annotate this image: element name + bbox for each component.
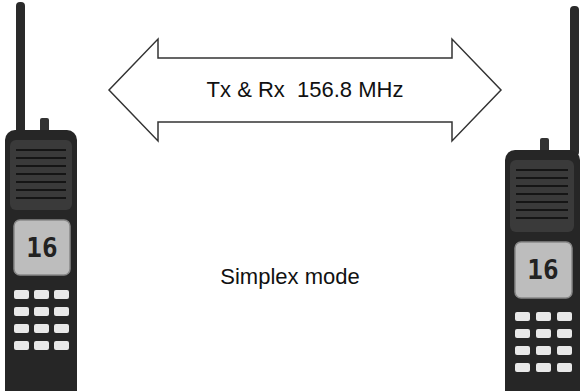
mode-label: Simplex mode [220, 264, 359, 290]
arrow-label: Tx & Rx 156.8 MHz [207, 77, 404, 103]
handheld-radio [5, 2, 77, 391]
handheld-radio [505, 6, 580, 391]
channel-display: 16 [26, 233, 57, 263]
channel-display: 16 [527, 255, 558, 285]
double-arrow-shape: Tx & Rx 156.8 MHz [108, 38, 502, 142]
